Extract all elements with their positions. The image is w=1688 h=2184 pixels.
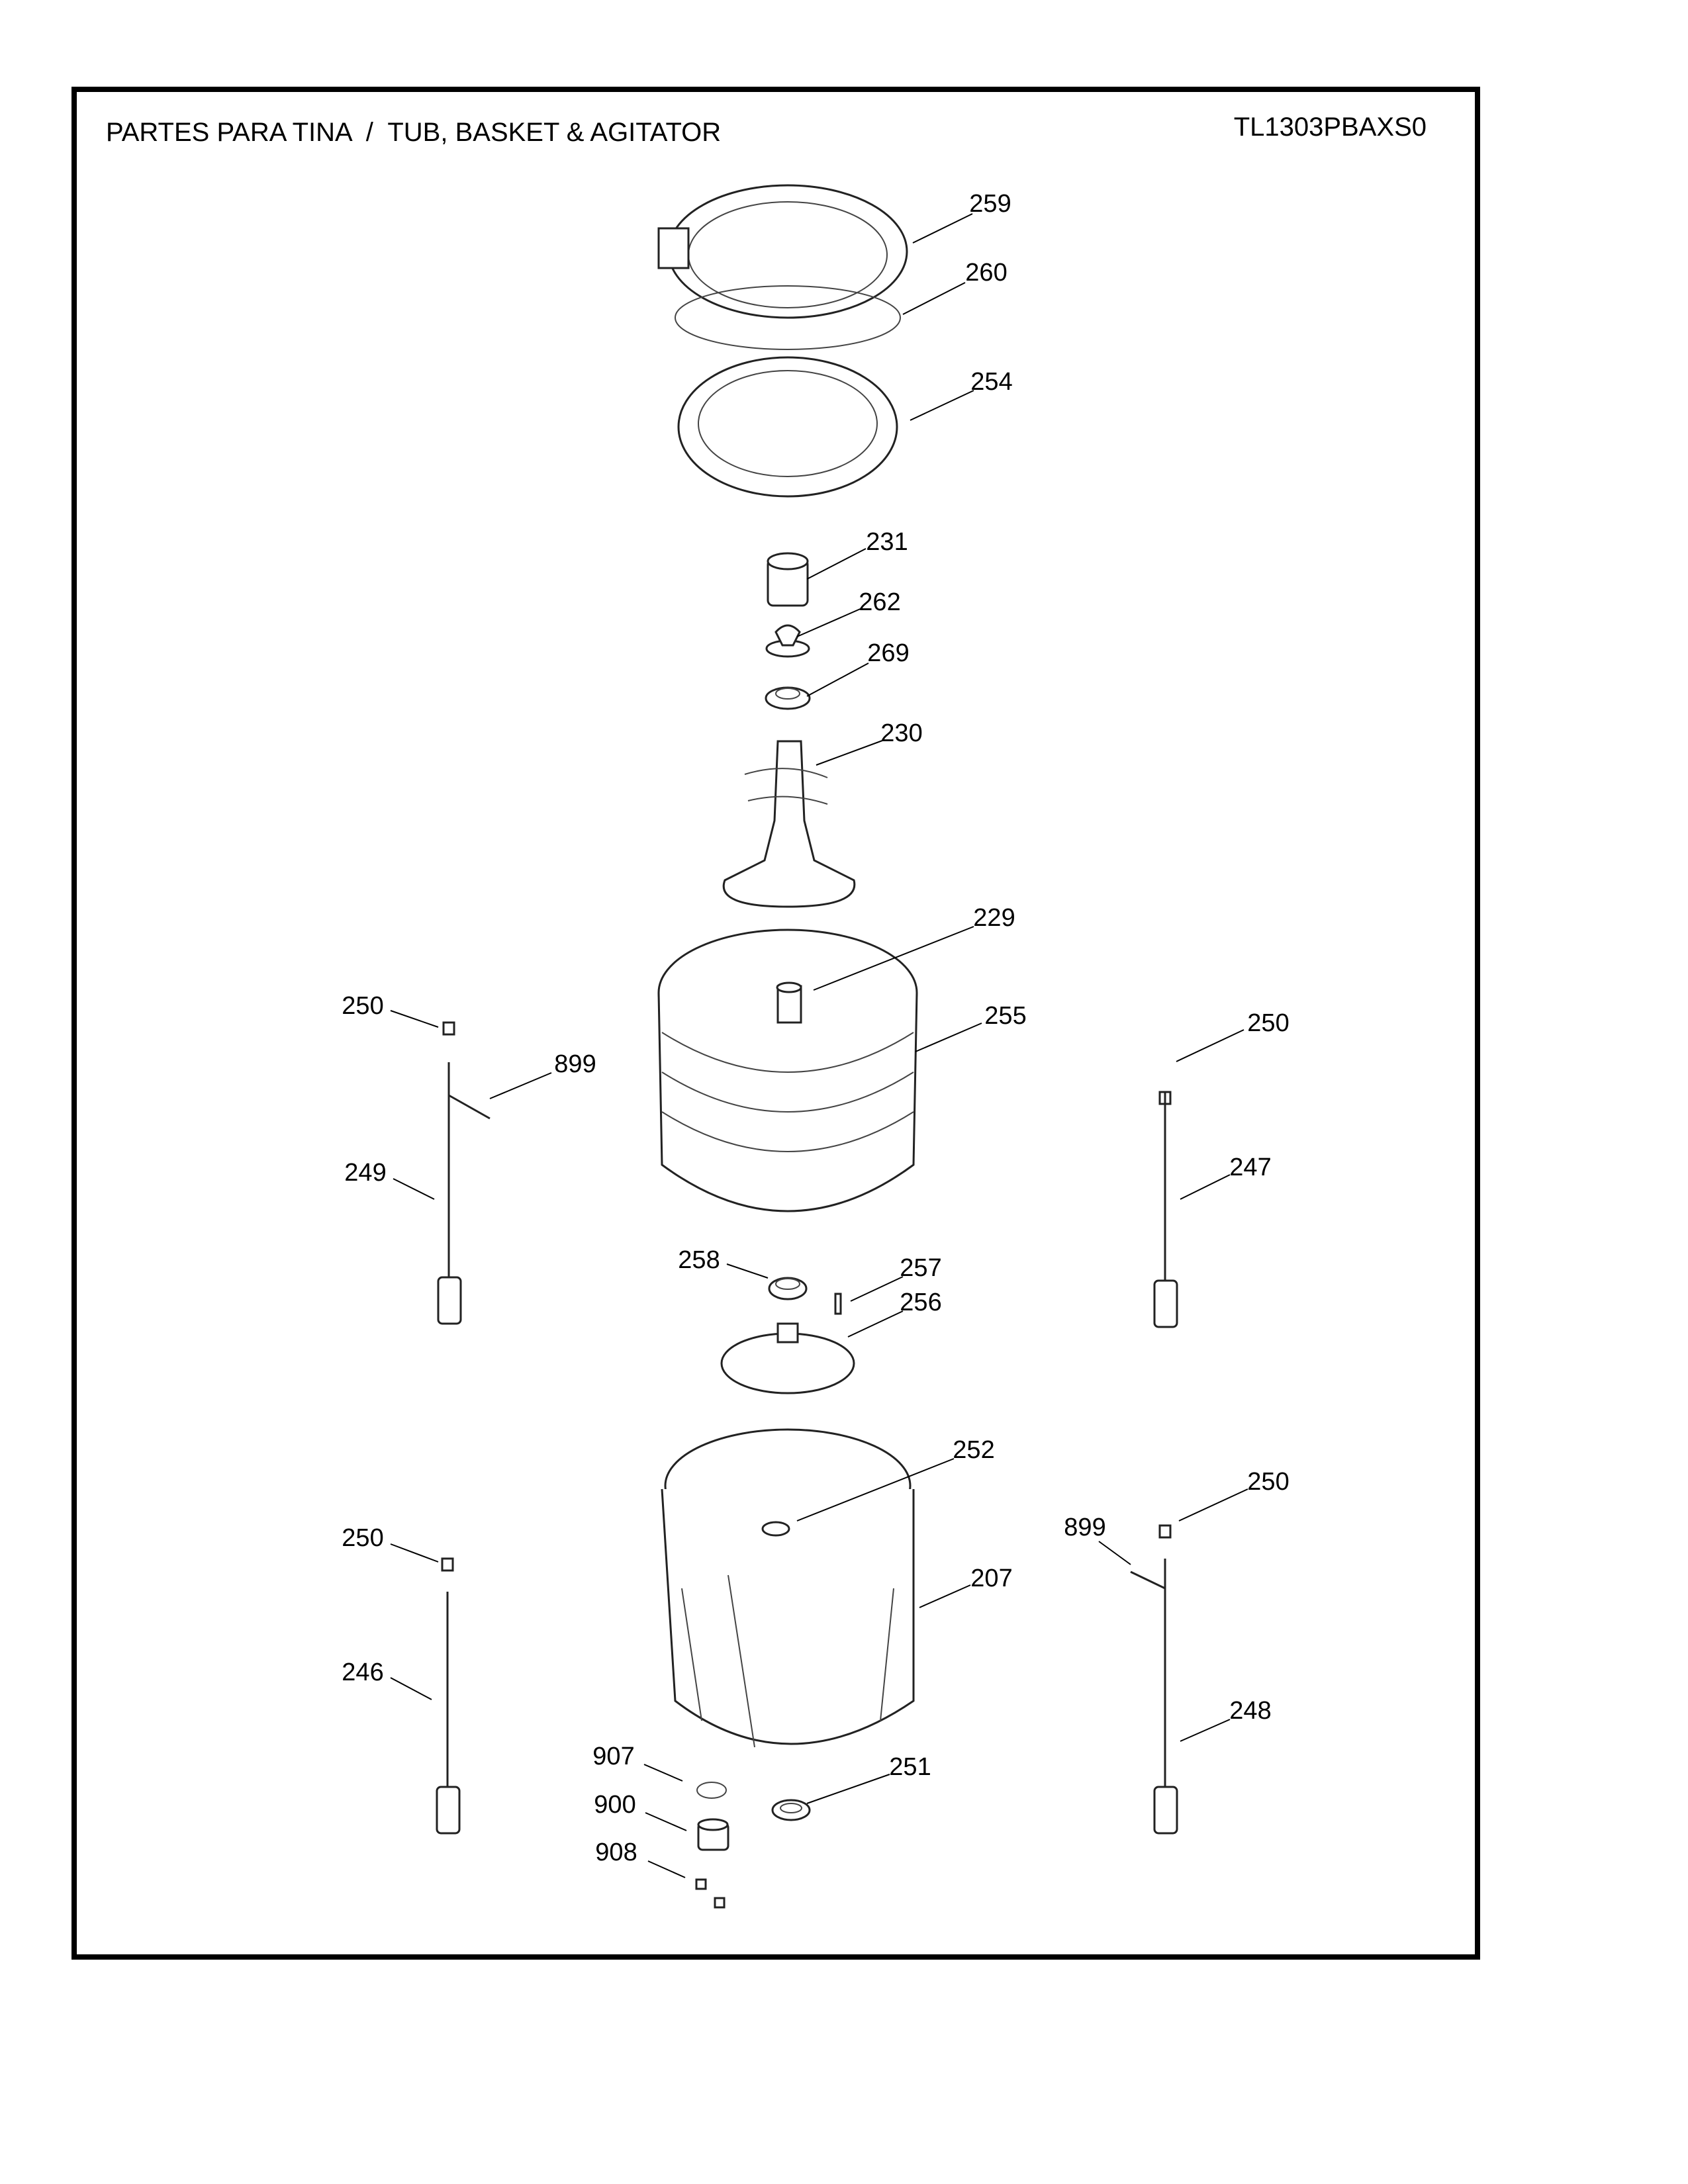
- drain-fitting-900: [697, 1818, 729, 1851]
- basket-255: [657, 929, 918, 1212]
- callout-248: 248: [1229, 1697, 1271, 1725]
- screw-257: [834, 1293, 842, 1315]
- basket-hub-256: [720, 1322, 855, 1394]
- callout-231: 231: [866, 528, 908, 556]
- callout-255: 255: [984, 1002, 1026, 1030]
- callout-900: 900: [594, 1791, 635, 1819]
- clip-908: [695, 1878, 707, 1890]
- callout-249: 249: [344, 1159, 386, 1187]
- agitator-cam-269: [765, 686, 811, 710]
- hub-nut-258: [768, 1277, 808, 1300]
- callout-899: 899: [1064, 1514, 1105, 1541]
- callout-252: 252: [953, 1436, 994, 1464]
- tub-cover-gasket-260: [675, 285, 901, 350]
- callout-908: 908: [595, 1839, 637, 1866]
- callout-256: 256: [900, 1289, 941, 1316]
- diagram-title: PARTES PARA TINA / TUB, BASKET & AGITATO…: [106, 118, 721, 147]
- agitator-cap-231: [767, 552, 809, 607]
- agitator-230: [722, 740, 856, 908]
- tub-cover-259: [657, 184, 908, 319]
- leader-lines: [390, 213, 1248, 1878]
- callout-257: 257: [900, 1254, 941, 1282]
- suspension-rod-247: [1153, 1091, 1178, 1328]
- callout-250: 250: [1247, 1009, 1289, 1037]
- callout-260: 260: [965, 259, 1007, 287]
- suspension-rod-248: [1130, 1524, 1178, 1835]
- callout-907: 907: [592, 1743, 634, 1770]
- tub-seal-251: [771, 1799, 811, 1821]
- callout-258: 258: [678, 1246, 720, 1274]
- callout-246: 246: [342, 1659, 383, 1686]
- callout-229: 229: [973, 904, 1015, 932]
- suspension-rod-249: [437, 1021, 491, 1325]
- callout-899: 899: [554, 1050, 596, 1078]
- clip-908b: [714, 1897, 726, 1909]
- diagram-border: [71, 87, 1480, 1960]
- agitator-dogs-262: [765, 624, 810, 658]
- callout-250: 250: [342, 1524, 383, 1552]
- callout-250: 250: [342, 992, 383, 1020]
- callout-262: 262: [859, 588, 900, 616]
- model-number: TL1303PBAXS0: [1234, 113, 1427, 142]
- callout-254: 254: [970, 368, 1012, 396]
- callout-230: 230: [880, 719, 922, 747]
- balance-ring-254: [677, 356, 898, 498]
- callout-247: 247: [1229, 1154, 1271, 1181]
- callout-207: 207: [970, 1565, 1012, 1592]
- callout-251: 251: [889, 1753, 931, 1781]
- outer-tub-207: [661, 1428, 915, 1748]
- callout-250: 250: [1247, 1468, 1289, 1496]
- suspension-rod-246: [436, 1557, 461, 1835]
- o-ring-907: [696, 1782, 727, 1799]
- callout-269: 269: [867, 639, 909, 667]
- callout-259: 259: [969, 190, 1011, 218]
